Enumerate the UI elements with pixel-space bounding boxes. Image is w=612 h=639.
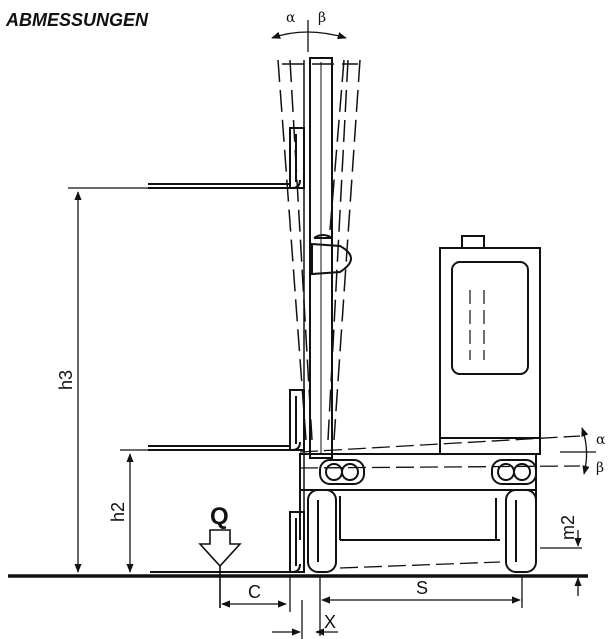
c-label: C (248, 582, 261, 602)
x-label: X (324, 612, 336, 632)
m2-dimension (540, 530, 582, 596)
mast (303, 57, 333, 570)
m2-label: m2 (558, 515, 578, 540)
rear-wheel (495, 489, 537, 573)
rear-lights (491, 459, 537, 485)
fork-middle (148, 389, 305, 451)
alpha-label-top: α (286, 10, 296, 26)
fork-top (148, 127, 305, 189)
load-label: Q (210, 503, 229, 530)
lift-cylinder (311, 234, 352, 276)
h3-label: h3 (56, 370, 76, 390)
fork-bottom (150, 511, 305, 573)
s-label: S (416, 578, 428, 598)
alpha-label-right: α (596, 432, 606, 448)
tilt-angle-right (560, 427, 596, 475)
front-lights (319, 459, 365, 485)
tilt-angle-top (271, 20, 347, 52)
front-wheel (307, 489, 337, 573)
load-arrow (198, 529, 242, 608)
beta-label-top: β (318, 10, 326, 26)
s-dimension (319, 576, 523, 636)
diagram-title: ABMESSUNGEN (5, 10, 149, 30)
h2-dimension (120, 449, 150, 573)
beta-label-right: β (596, 460, 604, 476)
h2-label: h2 (108, 502, 128, 522)
mast-tilt-ghost (277, 59, 361, 441)
c-dimension (221, 576, 291, 612)
x-dimension (272, 600, 338, 639)
h3-dimension (68, 187, 148, 573)
carriage-tilt-ghost (299, 435, 581, 569)
operator-cabin (439, 235, 541, 455)
